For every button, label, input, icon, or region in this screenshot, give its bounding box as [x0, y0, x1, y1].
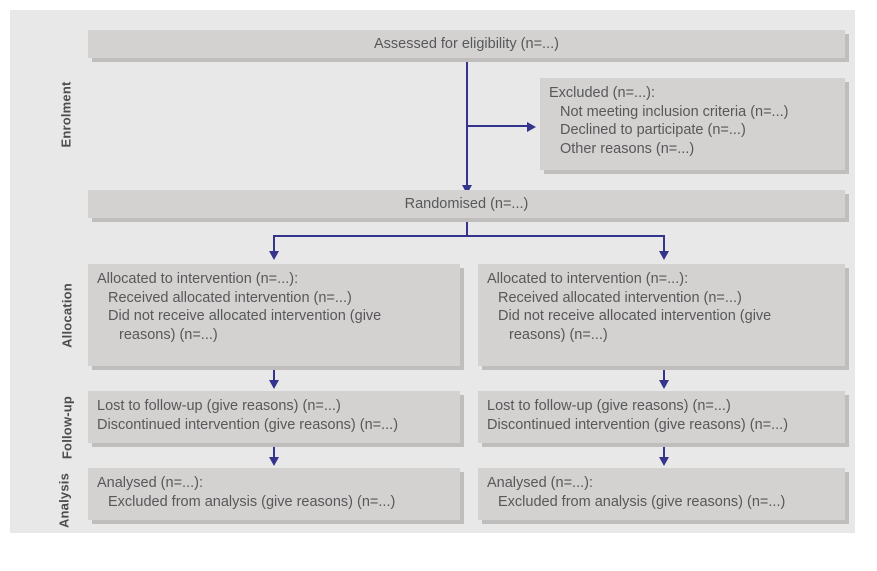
arrow-followup-to-analysis-right: [659, 457, 669, 466]
connector-assessed-to-randomised: [466, 58, 468, 188]
box-followup-left: Lost to follow-up (give reasons) (n=...)…: [88, 391, 460, 443]
box-randomised: Randomised (n=...): [88, 190, 845, 218]
excluded-line-0: Excluded (n=...):: [549, 85, 655, 101]
arrow-to-excluded: [527, 122, 536, 132]
box-allocated-right: Allocated to intervention (n=...): Recei…: [478, 264, 845, 366]
followup-left-line-0: Lost to follow-up (give reasons) (n=...): [97, 398, 341, 414]
allocated-left-line-0: Allocated to intervention (n=...):: [97, 271, 299, 287]
stage-label-enrolment: Enrolment: [58, 45, 74, 185]
connector-to-excluded: [466, 125, 530, 127]
stage-label-enrolment-text: Enrolment: [58, 81, 74, 148]
allocated-left-line-3: reasons) (n=...): [119, 326, 218, 343]
connector-alloc-to-followup-right: [663, 366, 665, 382]
followup-right-line-1: Discontinued intervention (give reasons)…: [487, 416, 789, 433]
analysis-right-line-1: Excluded from analysis (give reasons) (n…: [498, 493, 786, 510]
arrow-randomised-to-left: [269, 251, 279, 260]
arrow-followup-to-analysis-left: [269, 457, 279, 466]
arrow-assessed-to-randomised: [462, 185, 472, 194]
excluded-line-3: Other reasons (n=...): [560, 140, 695, 157]
stage-label-analysis-text: Analysis: [56, 472, 72, 529]
consort-flow-diagram: Enrolment Allocation Follow-up Analysis …: [10, 10, 855, 533]
arrow-alloc-to-followup-left: [269, 380, 279, 389]
connector-randomised-to-left: [273, 235, 275, 253]
box-allocated-left: Allocated to intervention (n=...): Recei…: [88, 264, 460, 366]
assessed-line-0: Assessed for eligibility (n=...): [374, 35, 559, 52]
stage-label-allocation-text: Allocation: [59, 283, 75, 348]
allocated-left-line-2: Did not receive allocated intervention (…: [108, 308, 382, 324]
allocated-left-line-1: Received allocated intervention (n=...): [108, 289, 352, 306]
connector-randomised-to-right: [663, 235, 665, 253]
randomised-line-0: Randomised (n=...): [404, 195, 529, 212]
connector-alloc-to-followup-left: [273, 366, 275, 382]
connector-randomised-split-bar: [273, 235, 665, 237]
connector-followup-to-analysis-left: [273, 443, 275, 459]
arrow-randomised-to-right: [659, 251, 669, 260]
connector-followup-to-analysis-right: [663, 443, 665, 459]
analysis-left-line-1: Excluded from analysis (give reasons) (n…: [108, 493, 396, 510]
allocated-right-line-3: reasons) (n=...): [509, 326, 608, 343]
allocated-right-line-2: Did not receive allocated intervention (…: [498, 308, 772, 324]
excluded-line-2: Declined to participate (n=...): [560, 122, 746, 138]
connector-randomised-stem: [466, 218, 468, 236]
excluded-line-1: Not meeting inclusion criteria (n=...): [560, 103, 789, 120]
followup-right-line-0: Lost to follow-up (give reasons) (n=...): [487, 398, 731, 414]
box-analysis-right: Analysed (n=...): Excluded from analysis…: [478, 468, 845, 520]
stage-label-analysis: Analysis: [56, 431, 72, 571]
analysis-right-line-0: Analysed (n=...):: [487, 475, 593, 491]
box-assessed-for-eligibility: Assessed for eligibility (n=...): [88, 30, 845, 58]
analysis-left-line-0: Analysed (n=...):: [97, 475, 203, 491]
box-analysis-left: Analysed (n=...): Excluded from analysis…: [88, 468, 460, 520]
allocated-right-line-1: Received allocated intervention (n=...): [498, 289, 742, 306]
followup-left-line-1: Discontinued intervention (give reasons)…: [97, 416, 399, 433]
arrow-alloc-to-followup-right: [659, 380, 669, 389]
allocated-right-line-0: Allocated to intervention (n=...):: [487, 271, 689, 287]
box-followup-right: Lost to follow-up (give reasons) (n=...)…: [478, 391, 845, 443]
box-excluded: Excluded (n=...): Not meeting inclusion …: [540, 78, 845, 170]
